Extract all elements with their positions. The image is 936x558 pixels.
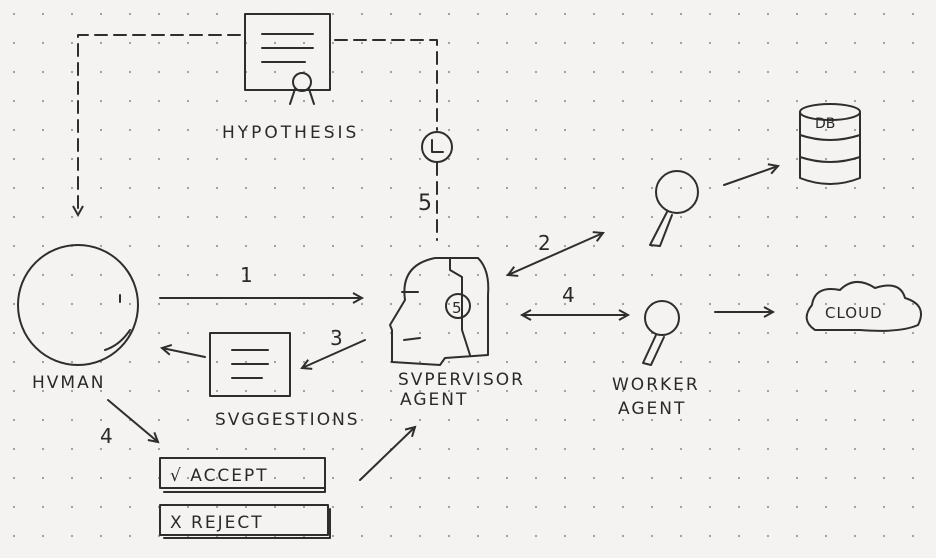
magnifier-icon bbox=[642, 300, 680, 366]
step-4-decision-label: 4 bbox=[100, 424, 113, 448]
cloud-label: CLOUD bbox=[825, 304, 883, 322]
hypothesis-label: HYPOTHESIS bbox=[222, 123, 359, 143]
db-label: DB bbox=[815, 116, 835, 132]
dashed-arrow-to-human bbox=[78, 34, 241, 215]
human-label: HVMAN bbox=[32, 373, 105, 393]
dashed-line-to-clock bbox=[334, 39, 438, 131]
arrow-to-db bbox=[723, 166, 778, 186]
step-5-label: 5 bbox=[418, 191, 432, 216]
reject-label: X REJECT bbox=[170, 513, 264, 533]
arrow-suggestions-to-human bbox=[162, 348, 206, 358]
arrow-decision-to-supervisor bbox=[359, 427, 415, 481]
clock-icon bbox=[421, 131, 453, 163]
accept-label: √ ACCEPT bbox=[170, 466, 269, 486]
cloud-icon bbox=[805, 281, 922, 332]
worker-label-line1: WORKER bbox=[612, 375, 700, 395]
accept-button[interactable]: √ ACCEPT bbox=[159, 457, 326, 493]
arrow-supervisor-worker-2 bbox=[508, 233, 603, 275]
step-3-label: 3 bbox=[330, 326, 343, 350]
reject-button[interactable]: X REJECT bbox=[159, 504, 331, 539]
human-face-icon bbox=[17, 244, 139, 366]
robot-head-icon: 5 bbox=[389, 257, 490, 366]
database-icon bbox=[799, 103, 861, 185]
step-2-label: 2 bbox=[538, 231, 551, 255]
step-1-label: 1 bbox=[240, 263, 253, 287]
supervisor-label-line2: AGENT bbox=[400, 390, 468, 410]
suggestions-label: SVGGESTIONS bbox=[215, 410, 360, 430]
worker-label-line2: AGENT bbox=[618, 399, 686, 419]
document-icon bbox=[209, 332, 291, 397]
supervisor-label-line1: SVPERVISOR bbox=[398, 370, 525, 390]
step-4-label: 4 bbox=[562, 283, 575, 307]
arrow-supervisor-to-suggestions bbox=[302, 339, 366, 368]
supervisor-badge: 5 bbox=[452, 299, 462, 317]
arrow-human-to-decision bbox=[107, 399, 158, 442]
certificate-icon bbox=[244, 13, 331, 105]
magnifier-icon bbox=[649, 170, 699, 247]
